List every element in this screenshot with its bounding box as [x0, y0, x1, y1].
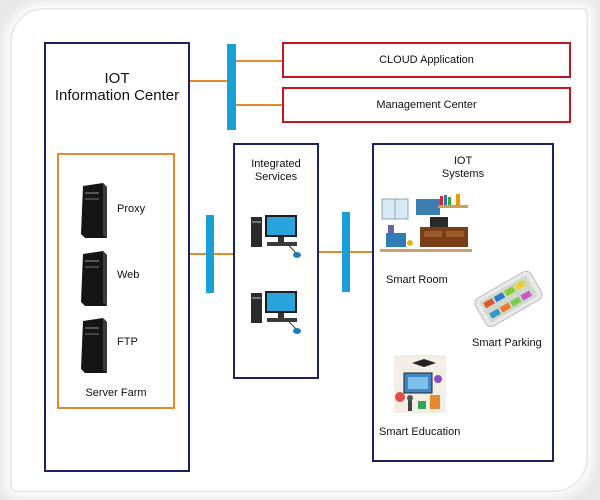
info-center-title-line2: Information Center [54, 87, 180, 104]
iot-systems-line2: Systems [441, 168, 485, 180]
connector-bus-to-mgmt [236, 104, 282, 106]
network-bus-left [206, 215, 214, 293]
workstation-icon [251, 215, 301, 258]
smart-education-icon [394, 355, 446, 413]
cloud-application-label: CLOUD Application [379, 54, 474, 66]
integrated-services-line2: Services [254, 171, 298, 183]
info-center-title-line1: IOT [104, 70, 130, 87]
server-farm-title: Server Farm [85, 387, 147, 399]
server-tower-icon [81, 183, 107, 238]
integrated-services-line1: Integrated [251, 158, 301, 170]
server-farm: Proxy Web FTP Server Farm [57, 153, 175, 409]
smart-education-label: Smart Education [379, 426, 461, 438]
iot-systems-line1: IOT [453, 155, 473, 167]
cloud-application-box: CLOUD Application [282, 42, 571, 78]
connector-bus-to-cloud [236, 60, 282, 62]
server-tower-icon [81, 251, 107, 306]
server-web: Web [77, 250, 167, 308]
server-tower-icon [81, 318, 107, 373]
network-bus-top [227, 44, 236, 130]
connector-farm-to-services [175, 253, 235, 255]
server-label-ftp: FTP [117, 336, 138, 348]
integrated-services: Integrated Services [233, 143, 319, 379]
server-label-web: Web [117, 269, 140, 281]
network-bus-right [342, 212, 350, 292]
management-center-box: Management Center [282, 87, 571, 123]
smart-room-label: Smart Room [386, 274, 448, 286]
server-label-proxy: Proxy [117, 203, 146, 215]
smart-parking-label: Smart Parking [472, 337, 542, 349]
management-center-label: Management Center [376, 99, 477, 111]
server-proxy: Proxy [77, 182, 167, 240]
connector-info-to-bus [188, 80, 230, 82]
smart-parking-icon [474, 270, 543, 328]
iot-systems: IOT Systems Smart Room [372, 143, 554, 462]
smart-room-icon [380, 194, 472, 252]
workstation-icon [251, 291, 301, 334]
server-ftp: FTP [77, 317, 167, 375]
